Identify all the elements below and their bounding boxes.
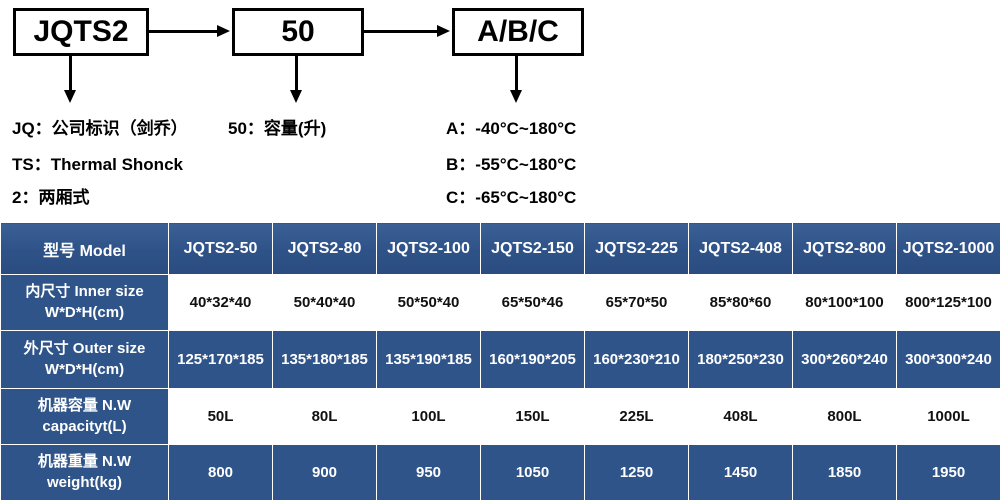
table-cell: 150L <box>481 389 585 445</box>
table-row: 机器容量 N.W capacityt(L) 50L 80L 100L 150L … <box>1 389 1000 445</box>
row-label-weight: 机器重量 N.W weight(kg) <box>1 445 169 501</box>
table-cell: 950 <box>377 445 481 501</box>
legend-volume: 50：容量(升) <box>228 114 326 139</box>
table-cell: 1850 <box>793 445 897 501</box>
row-label-inner-size: 内尺寸 Inner size W*D*H(cm) <box>1 275 169 331</box>
table-cell: 125*170*185 <box>169 331 273 389</box>
header-cell-model: JQTS2-1000 <box>897 223 1000 275</box>
legend-ts: TS：Thermal Shonck <box>12 150 183 175</box>
diagram-box-model: JQTS2 <box>13 8 149 56</box>
diagram-box-temperature: A/B/C <box>452 8 584 56</box>
table-cell: 1950 <box>897 445 1000 501</box>
legend-jq: JQ：公司标识（剑乔） <box>12 114 188 139</box>
header-cell-model: JQTS2-50 <box>169 223 273 275</box>
arrow-right-icon-model-to-volume <box>217 25 230 37</box>
table-cell: 80*100*100 <box>793 275 897 331</box>
table-cell: 65*70*50 <box>585 275 689 331</box>
table-cell: 50L <box>169 389 273 445</box>
arrow-down-icon-model <box>64 90 76 103</box>
legend-temperature-c: C：-65°C~180°C <box>446 183 576 208</box>
row-label-capacity: 机器容量 N.W capacityt(L) <box>1 389 169 445</box>
row-label-line2: weight(kg) <box>3 473 166 493</box>
table-cell: 1050 <box>481 445 585 501</box>
table-cell: 1000L <box>897 389 1000 445</box>
table-cell: 135*190*185 <box>377 331 481 389</box>
row-label-line2: W*D*H(cm) <box>3 360 166 380</box>
table-cell: 225L <box>585 389 689 445</box>
specification-table: 型号 Model JQTS2-50 JQTS2-80 JQTS2-100 JQT… <box>0 222 1000 501</box>
table-cell: 65*50*46 <box>481 275 585 331</box>
table-cell: 800L <box>793 389 897 445</box>
row-label-outer-size: 外尺寸 Outer size W*D*H(cm) <box>1 331 169 389</box>
legend-two-compartment: 2：两厢式 <box>12 183 89 208</box>
table-cell: 900 <box>273 445 377 501</box>
table-cell: 408L <box>689 389 793 445</box>
header-cell-model: JQTS2-80 <box>273 223 377 275</box>
table-cell: 40*32*40 <box>169 275 273 331</box>
table-cell: 50*50*40 <box>377 275 481 331</box>
connector-line-temperature-down <box>515 56 518 92</box>
table-header-row: 型号 Model JQTS2-50 JQTS2-80 JQTS2-100 JQT… <box>1 223 1000 275</box>
header-cell-model: JQTS2-225 <box>585 223 689 275</box>
diagram-box-volume: 50 <box>232 8 364 56</box>
table-cell: 160*230*210 <box>585 331 689 389</box>
table-row: 机器重量 N.W weight(kg) 800 900 950 1050 125… <box>1 445 1000 501</box>
connector-line-volume-down <box>295 56 298 92</box>
header-cell-model: JQTS2-800 <box>793 223 897 275</box>
header-cell-row-label: 型号 Model <box>1 223 169 275</box>
table-cell: 80L <box>273 389 377 445</box>
table-cell: 800 <box>169 445 273 501</box>
table-cell: 50*40*40 <box>273 275 377 331</box>
header-cell-model: JQTS2-100 <box>377 223 481 275</box>
table-cell: 100L <box>377 389 481 445</box>
row-label-line1: 机器容量 N.W <box>3 396 166 416</box>
arrow-down-icon-temperature <box>510 90 522 103</box>
arrow-down-icon-volume <box>290 90 302 103</box>
model-code-diagram: JQTS2 50 A/B/C JQ：公司标识（剑乔） TS：Thermal Sh… <box>0 0 1000 218</box>
header-cell-model: JQTS2-150 <box>481 223 585 275</box>
table-cell: 300*260*240 <box>793 331 897 389</box>
legend-temperature-b: B：-55°C~180°C <box>446 150 576 175</box>
table-cell: 1250 <box>585 445 689 501</box>
arrow-right-icon-volume-to-temperature <box>437 25 450 37</box>
row-label-line1: 外尺寸 Outer size <box>3 339 166 359</box>
table-cell: 180*250*230 <box>689 331 793 389</box>
connector-line-model-down <box>69 56 72 92</box>
table-cell: 135*180*185 <box>273 331 377 389</box>
row-label-line2: W*D*H(cm) <box>3 303 166 323</box>
table-row: 内尺寸 Inner size W*D*H(cm) 40*32*40 50*40*… <box>1 275 1000 331</box>
connector-line-volume-to-temperature <box>364 30 438 33</box>
header-cell-model: JQTS2-408 <box>689 223 793 275</box>
table-row: 外尺寸 Outer size W*D*H(cm) 125*170*185 135… <box>1 331 1000 389</box>
table-cell: 1450 <box>689 445 793 501</box>
table-cell: 300*300*240 <box>897 331 1000 389</box>
row-label-line2: capacityt(L) <box>3 417 166 437</box>
row-label-line1: 内尺寸 Inner size <box>3 282 166 302</box>
legend-temperature-a: A：-40°C~180°C <box>446 114 576 139</box>
row-label-line1: 机器重量 N.W <box>3 452 166 472</box>
table-cell: 160*190*205 <box>481 331 585 389</box>
table-cell: 800*125*100 <box>897 275 1000 331</box>
connector-line-model-to-volume <box>149 30 219 33</box>
table-cell: 85*80*60 <box>689 275 793 331</box>
